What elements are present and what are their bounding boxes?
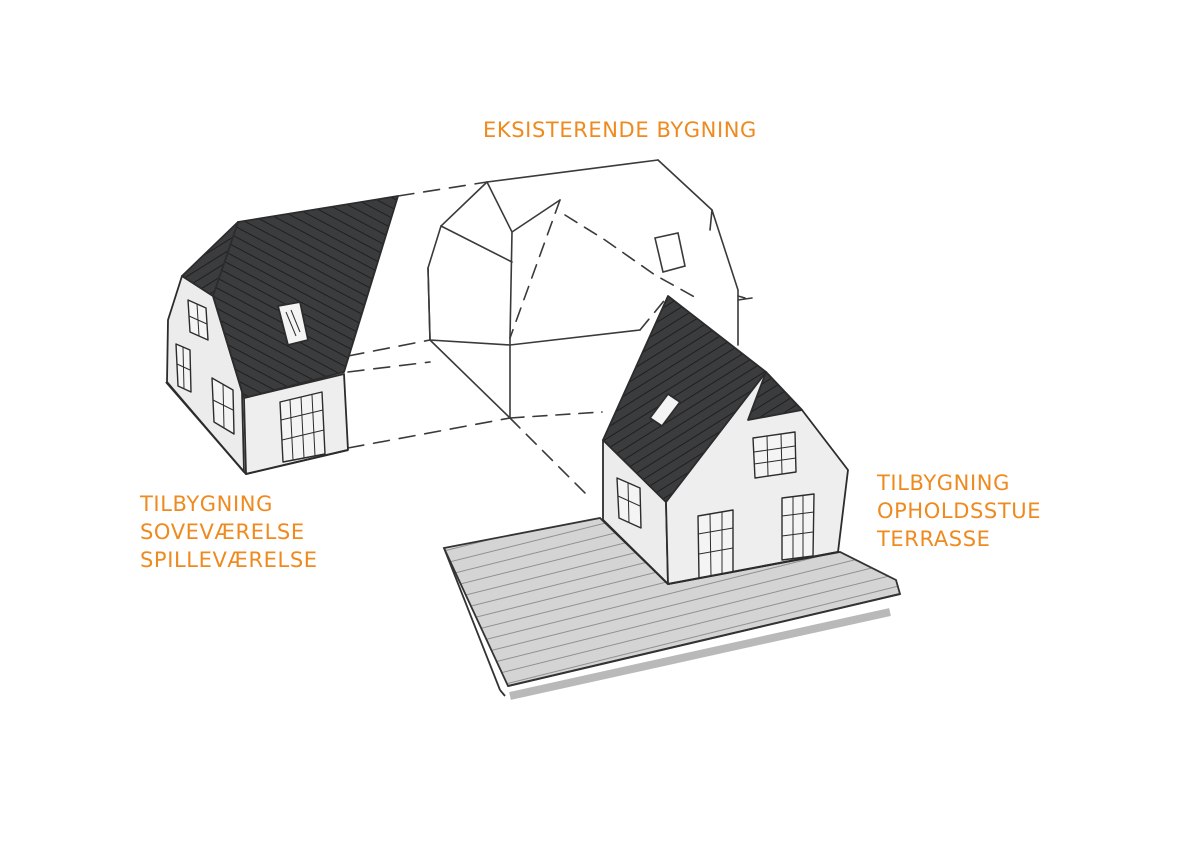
right-extension-line2: OPHOLDSSTUE (877, 499, 1042, 523)
left-extension-line3: SPILLEVÆRELSE (140, 548, 318, 572)
right-extension-line1: TILBYGNING (877, 471, 1010, 495)
existing-building-text: EKSISTERENDE BYGNING (483, 118, 757, 142)
right-extension-line3: TERRASSE (877, 527, 991, 551)
left-extension-line1: TILBYGNING (140, 492, 273, 516)
left-extension-label: TILBYGNING SOVEVÆRELSE SPILLEVÆRELSE (140, 490, 318, 574)
existing-building-label: EKSISTERENDE BYGNING (483, 116, 757, 144)
right-extension-label: TILBYGNING OPHOLDSSTUE TERRASSE (877, 469, 1041, 553)
left-extension-house (165, 195, 399, 475)
existing-building-outline (347, 159, 753, 499)
right-extension-house (602, 295, 849, 585)
terrace-deck (442, 517, 902, 700)
left-extension-line2: SOVEVÆRELSE (140, 520, 305, 544)
